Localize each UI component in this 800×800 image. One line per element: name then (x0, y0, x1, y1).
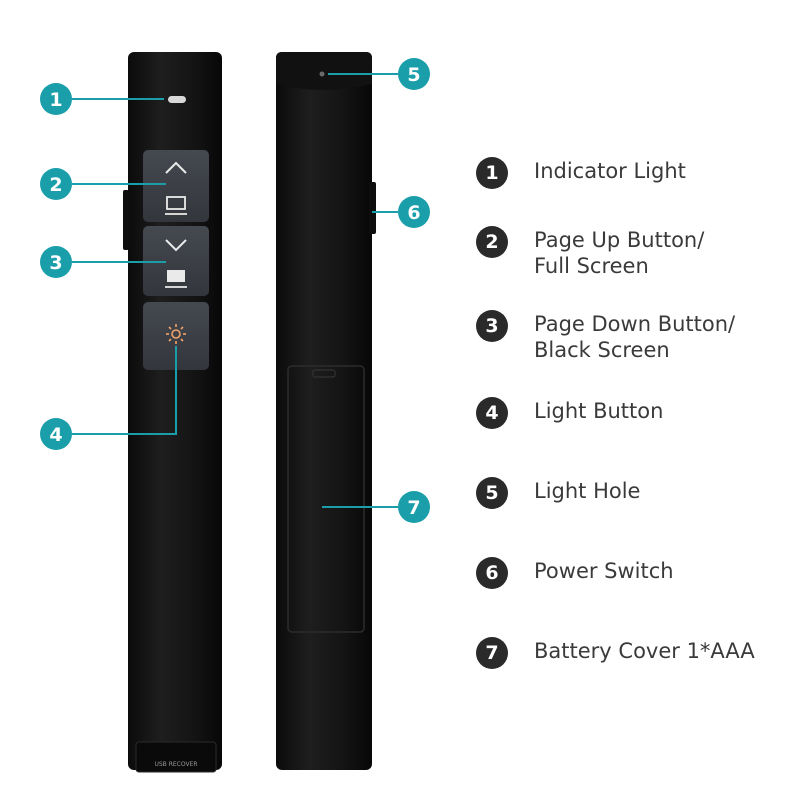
legend-item-1: 1 Indicator Light (476, 157, 686, 189)
presenter-back (276, 52, 376, 770)
page-up-button[interactable] (143, 150, 209, 222)
callout-number: 4 (49, 424, 62, 446)
callout-leader (72, 346, 177, 435)
callout-bubble (398, 491, 430, 523)
callout-number: 3 (49, 252, 62, 274)
legend-item-7: 7 Battery Cover 1*AAA (476, 637, 755, 669)
legend-label: Page Down Button/ Black Screen (534, 312, 736, 362)
presenter-front: USB RECOVER (123, 52, 222, 773)
chevron-up-icon (165, 161, 187, 174)
legend-label: Battery Cover 1*AAA (534, 639, 755, 663)
indicator-light (168, 96, 186, 103)
legend-number: 4 (476, 397, 508, 429)
callout-5: 5 (328, 58, 430, 90)
battery-cover[interactable] (287, 365, 365, 633)
callout-bubble (398, 196, 430, 228)
legend-item-6: 6 Power Switch (476, 557, 674, 589)
power-switch[interactable] (369, 182, 376, 234)
callout-number: 1 (49, 89, 62, 111)
sun-icon (166, 324, 186, 344)
legend-label: Light Button (534, 399, 664, 423)
legend-item-3: 3 Page Down Button/ Black Screen (476, 310, 735, 363)
callouts: 1 2 3 4 5 6 7 (40, 58, 430, 523)
usb-cap (135, 741, 217, 773)
legend-number: 7 (476, 637, 508, 669)
legend-item-5: 5 Light Hole (476, 477, 640, 509)
callout-bubble (40, 168, 72, 200)
callout-6: 6 (372, 196, 430, 228)
black-screen-icon (167, 270, 185, 282)
callout-number: 7 (407, 497, 420, 519)
callout-3: 3 (40, 246, 166, 278)
callout-7: 7 (322, 491, 430, 523)
callout-bubble (40, 418, 72, 450)
legend-number: 3 (476, 310, 508, 342)
callout-1: 1 (40, 83, 164, 115)
callout-number: 6 (407, 202, 420, 224)
side-grip (123, 190, 129, 250)
callout-4: 4 (40, 346, 177, 450)
light-hole (319, 71, 325, 77)
legend-label: Indicator Light (534, 159, 686, 183)
legend-number: 2 (476, 226, 508, 258)
legend-label: Light Hole (534, 479, 641, 503)
page-down-button[interactable] (143, 226, 209, 296)
legend-item-4: 4 Light Button (476, 397, 663, 429)
full-screen-icon (166, 196, 186, 210)
chevron-down-icon (165, 239, 187, 252)
legend-number: 6 (476, 557, 508, 589)
legend-item-2: 2 Page Up Button/ Full Screen (476, 226, 704, 279)
usb-label: USB RECOVER (154, 761, 197, 768)
legend-number: 1 (476, 157, 508, 189)
callout-number: 5 (407, 64, 420, 86)
callout-bubble (40, 246, 72, 278)
back-body (276, 52, 372, 770)
light-button[interactable] (143, 302, 209, 370)
callout-bubble (40, 83, 72, 115)
callout-number: 2 (49, 174, 62, 196)
legend-label: Page Up Button/ Full Screen (534, 228, 705, 278)
callout-bubble (398, 58, 430, 90)
legend-label: Power Switch (534, 559, 674, 583)
battery-cover-tab (312, 369, 336, 378)
legend-number: 5 (476, 477, 508, 509)
back-top-cap (276, 52, 372, 90)
callout-2: 2 (40, 168, 166, 200)
